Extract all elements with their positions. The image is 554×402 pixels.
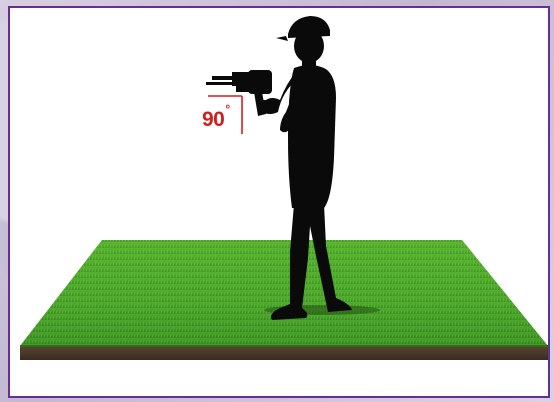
angle-value: 90 xyxy=(202,108,224,131)
illustration-panel: 90° xyxy=(8,6,550,398)
angle-label: 90° xyxy=(202,108,230,132)
grass-ground-icon xyxy=(20,240,548,360)
scene-illustration xyxy=(10,8,548,396)
angle-unit: ° xyxy=(225,102,229,116)
